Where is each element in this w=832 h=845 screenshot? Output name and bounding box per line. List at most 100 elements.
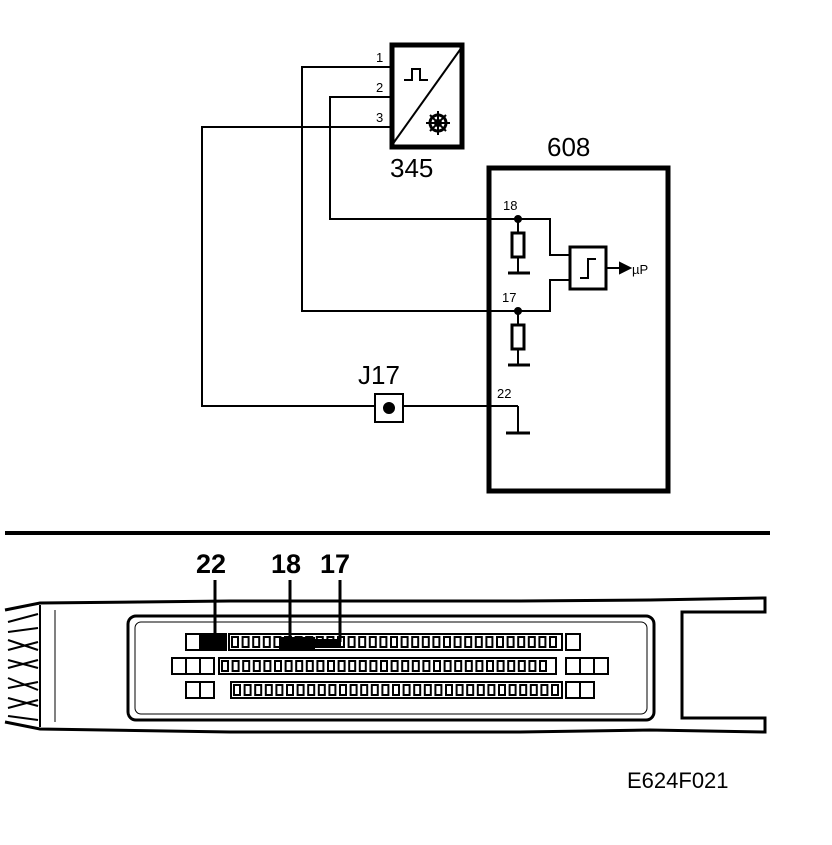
- connector-pin: [466, 684, 475, 696]
- wire-pin2-to-18: [329, 96, 518, 220]
- connector-pin: [496, 636, 504, 648]
- connector-pin: [487, 684, 496, 696]
- connector-pin: [328, 684, 337, 696]
- ecu-pin-17-label: 17: [502, 290, 516, 305]
- connector-pin: [411, 636, 420, 648]
- connector-pin: [421, 636, 430, 648]
- figure-code: E624F021: [627, 768, 729, 793]
- connector-pin: [390, 660, 399, 672]
- sensor-pin-3-label: 3: [376, 110, 383, 125]
- ecu-output-label: µP: [632, 262, 648, 277]
- wire-pin1-to-17: [301, 66, 518, 312]
- connector-pin: [305, 660, 314, 672]
- junction-label: J17: [358, 360, 400, 390]
- connector-pin: [485, 636, 494, 648]
- connector-pin: [443, 636, 451, 648]
- connector-pin: [528, 660, 537, 672]
- connector-pin: [423, 684, 432, 696]
- wire-bundle: [7, 613, 39, 721]
- connector-face: [126, 614, 656, 722]
- resistor-18: [510, 231, 526, 259]
- connector-pin: [358, 636, 367, 648]
- sensor-345: [389, 42, 465, 150]
- connector-pin: [327, 660, 335, 672]
- connector-pin: [474, 636, 483, 648]
- ecu-608-box: [486, 165, 671, 494]
- connector-pin: [275, 684, 284, 696]
- connector-pin: [517, 660, 526, 672]
- connector-pin: [517, 636, 526, 648]
- connector-pin: [549, 636, 557, 648]
- harness-outline: [4, 596, 767, 734]
- connector-pin: [540, 684, 549, 696]
- connector-pin: [263, 660, 272, 672]
- connector-pin: [316, 660, 325, 672]
- output-arrow: [619, 261, 633, 275]
- connector-label-22: 22: [196, 549, 226, 579]
- wire-pin3-to-22: [201, 126, 392, 407]
- connector-pin: [538, 636, 547, 648]
- connector-pin: [411, 660, 420, 672]
- connector-pin: [443, 660, 452, 672]
- sensor-id-label: 345: [390, 153, 433, 183]
- connector-pin: [241, 636, 250, 648]
- connector-pin: [496, 660, 505, 672]
- connector-pin: [507, 660, 516, 672]
- connector-pin: [454, 660, 463, 672]
- pin-row-top: [228, 633, 563, 651]
- connector-pin: [337, 660, 346, 672]
- connector-pin: [381, 684, 390, 696]
- ecu-pin-22-label: 22: [497, 386, 511, 401]
- schmitt-symbol: [580, 258, 596, 279]
- connector-pin: [433, 660, 441, 672]
- connector-pin: [348, 660, 357, 672]
- gear-icon: [426, 111, 450, 135]
- ecu-internal: [506, 215, 633, 435]
- connector-illustration: [4, 580, 767, 734]
- connector-pin: [284, 660, 293, 672]
- connector-pin-frame: [230, 681, 563, 699]
- connector-pin: [445, 684, 453, 696]
- connector-pin: [252, 660, 261, 672]
- connector-pin: [379, 636, 388, 648]
- connector-pin: [358, 660, 367, 672]
- connector-pin: [252, 636, 261, 648]
- pin-18-highlight: [279, 637, 315, 649]
- connector-pin: [296, 684, 305, 696]
- connector-pin: [370, 684, 379, 696]
- connector-pin: [242, 660, 251, 672]
- connector-pin: [498, 684, 506, 696]
- right-key-block: [565, 633, 609, 699]
- connector-pin: [254, 684, 263, 696]
- connector-pin: [380, 660, 388, 672]
- connector-label-18: 18: [271, 549, 301, 579]
- connector-pin: [307, 684, 316, 696]
- connector-pin: [295, 660, 304, 672]
- connector-pin: [264, 684, 273, 696]
- connector-pin: [401, 660, 410, 672]
- junction-j17: [374, 393, 404, 423]
- ecu-pin-18-label: 18: [503, 198, 517, 213]
- connector-pin: [453, 636, 462, 648]
- connector-pin: [400, 636, 409, 648]
- connector-pin: [529, 684, 538, 696]
- connector-pin: [475, 660, 484, 672]
- sensor-pin-1-label: 1: [376, 50, 383, 65]
- connector-pin: [233, 684, 241, 696]
- connector-pin: [432, 636, 441, 648]
- left-key-block: [171, 633, 215, 699]
- connector-pin: [508, 684, 517, 696]
- connector-pin: [349, 684, 358, 696]
- connector-pin: [506, 636, 515, 648]
- connector-pin: [539, 660, 547, 672]
- connector-pin: [527, 636, 536, 648]
- connector-pin: [392, 684, 400, 696]
- pulse-icon: [404, 68, 428, 81]
- connector-pin: [369, 660, 378, 672]
- connector-pin: [286, 684, 294, 696]
- pin-row-bottom: [230, 681, 563, 699]
- connector-pin: [262, 636, 271, 648]
- connector-pin: [368, 636, 377, 648]
- connector-pin: [519, 684, 528, 696]
